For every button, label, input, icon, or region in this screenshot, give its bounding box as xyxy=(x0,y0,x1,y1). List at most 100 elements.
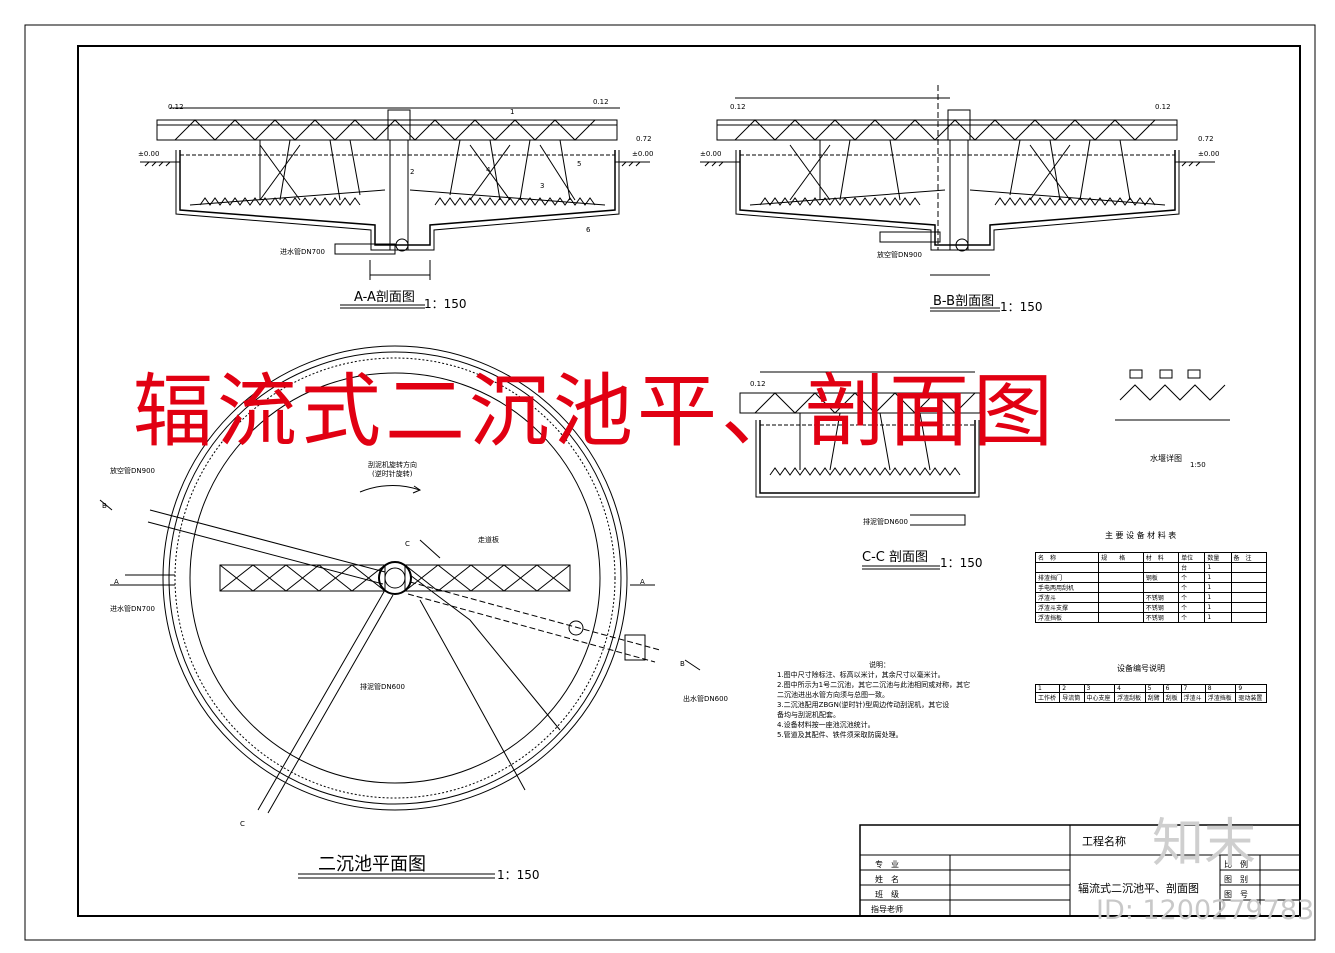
table-cell xyxy=(1098,582,1144,593)
drawing-type-label: 图 别 xyxy=(1224,875,1248,884)
section-a-drawing xyxy=(140,107,650,309)
table-header: 材 料 xyxy=(1142,552,1180,563)
callout-6-a: 6 xyxy=(586,226,591,234)
table-cell: 1 xyxy=(1204,562,1232,573)
elev-a-072: 0.72 xyxy=(636,135,652,143)
section-b-title: B-B剖面图 xyxy=(933,294,995,309)
callout-4-a: 4 xyxy=(486,166,491,174)
section-c-drawing xyxy=(739,369,1230,570)
table-cell: 9 xyxy=(1235,684,1267,693)
equipment-legend-table: 1 2 3 4 5 6 7 8 9 工作桥 导流筒 中心支座 浮渣刮板 刮臂 刮… xyxy=(1034,684,1267,703)
table-cell: 排渣挡门 xyxy=(1034,572,1100,583)
table-cell: 8 xyxy=(1204,684,1237,693)
elev-b-left: 0.12 xyxy=(730,103,746,111)
table-cell xyxy=(1098,562,1144,573)
table-cell: 浮渣斗支撑 xyxy=(1034,602,1100,613)
callout-2-a: 2 xyxy=(410,168,415,176)
rotation-label: 刮泥机旋转方向 xyxy=(368,461,417,469)
table-cell: 钢板 xyxy=(1142,572,1180,583)
project-name-label: 工程名称 xyxy=(1082,835,1126,848)
table-cell: 浮渣刮板 xyxy=(1114,692,1146,703)
table-cell: 1 xyxy=(1204,572,1232,583)
walkway-label: 走道板 xyxy=(478,536,499,544)
notes-heading: 说明： xyxy=(869,661,890,669)
table-header: 规 格 xyxy=(1098,552,1144,563)
scale-label: 比 例 xyxy=(1224,860,1248,869)
table-cell: 刮臂 xyxy=(1144,692,1164,703)
table-cell: 浮渣挡板 xyxy=(1034,612,1100,623)
table-row: 台 1 xyxy=(1034,562,1268,573)
table-cell: 3 xyxy=(1083,684,1116,693)
table-header: 备 注 xyxy=(1230,552,1268,563)
elev-a-left: 0.12 xyxy=(168,103,184,111)
title-block-frame xyxy=(859,824,1301,917)
table-cell: 浮渣斗 xyxy=(1034,592,1100,603)
table-row: 名 称 规 格 材 料 单位 数量 备 注 xyxy=(1034,552,1268,563)
table-row: 排渣挡门 钢板 个 1 xyxy=(1034,572,1268,583)
table-cell: 驱动装置 xyxy=(1235,692,1267,703)
table-cell: 个 xyxy=(1178,582,1206,593)
inner-border xyxy=(77,45,1301,917)
elev-b-072: 0.72 xyxy=(1198,135,1214,143)
elev-b-zero-left: ±0.00 xyxy=(700,150,722,158)
table-cell: 个 xyxy=(1178,572,1206,583)
table-cell: 5 xyxy=(1144,684,1164,693)
elev-c-left: 0.12 xyxy=(750,380,766,388)
watermark-logo: 知末 xyxy=(1152,814,1257,874)
table-cell: 1 xyxy=(1204,612,1232,623)
table-row: 浮渣挡板 不锈钢 个 1 xyxy=(1034,612,1268,623)
table-cell: 1 xyxy=(1204,592,1232,603)
callout-3-a: 3 xyxy=(540,182,545,190)
table-cell xyxy=(1230,592,1268,603)
note-line: 1.图中尺寸除标注、标高以米计，其余尺寸以毫米计。 xyxy=(777,671,945,679)
section-c-scale: 1：150 xyxy=(940,556,983,570)
drawing-name: 辐流式二沉池平、剖面图 xyxy=(1078,882,1199,895)
drawing-main-title: 辐流式二沉池平、剖面图 xyxy=(133,365,1057,458)
table-cell: 1 xyxy=(1034,684,1061,693)
table-cell xyxy=(1098,572,1144,583)
table-cell: 1 xyxy=(1204,602,1232,613)
table-cell: 4 xyxy=(1114,684,1146,693)
table-header: 名 称 xyxy=(1034,552,1100,563)
table-cell: 浮渣挡板 xyxy=(1204,692,1237,703)
table-header: 数量 xyxy=(1204,552,1232,563)
section-mark-c-bottom: C xyxy=(240,820,245,828)
table-cell xyxy=(1098,602,1144,613)
elev-b-zero-right: ±0.00 xyxy=(1198,150,1220,158)
advisor-label: 指导老师 xyxy=(871,905,903,914)
design-notes: 说明： 1.图中尺寸除标注、标高以米计，其余尺寸以毫米计。 2.图中所示为1号二… xyxy=(777,660,970,740)
section-mark-a-right: A xyxy=(640,578,645,586)
table-cell xyxy=(1230,572,1268,583)
table-row: 工作桥 导流筒 中心支座 浮渣刮板 刮臂 刮板 浮渣斗 浮渣挡板 驱动装置 xyxy=(1034,692,1267,703)
materials-table: 名 称 规 格 材 料 单位 数量 备 注 台 1 排渣挡门 钢板 个 1 手电… xyxy=(1034,552,1268,623)
note-line: 备均与刮泥机配套。 xyxy=(777,711,840,719)
section-c-title: C-C 剖面图 xyxy=(862,550,928,565)
table-cell: 手电两用刮机 xyxy=(1034,582,1100,593)
materials-table-title: 主 要 设 备 材 料 表 xyxy=(1105,531,1177,540)
elev-a-zero-left: ±0.00 xyxy=(138,150,160,158)
section-a-scale: 1：150 xyxy=(424,297,467,311)
callout-5-a: 5 xyxy=(577,160,582,168)
table-row: 浮渣斗 不锈钢 个 1 xyxy=(1034,592,1268,603)
table-cell: 1 xyxy=(1204,582,1232,593)
table-cell xyxy=(1230,562,1268,573)
outer-border xyxy=(24,24,1316,941)
section-a-title: A-A剖面图 xyxy=(354,290,415,305)
note-line: 3.二沉池配用ZBGN(逆时针)型周边传动刮泥机，其它设 xyxy=(777,701,950,709)
table-row: 浮渣斗支撑 不锈钢 个 1 xyxy=(1034,602,1268,613)
table-cell xyxy=(1142,582,1180,593)
watermark-id: ID: 1200279783 xyxy=(1096,895,1315,926)
section-mark-a-left: A xyxy=(114,578,119,586)
table-cell: 不锈钢 xyxy=(1142,592,1180,603)
note-line: 5.管道及其配件、铁件须采取防腐处理。 xyxy=(777,731,903,739)
inlet-pipe-plan: 进水管DN700 xyxy=(110,605,155,613)
table-cell: 7 xyxy=(1180,684,1206,693)
section-mark-b: B xyxy=(102,502,107,510)
table-cell: 不锈钢 xyxy=(1142,602,1180,613)
table-cell xyxy=(1230,602,1268,613)
table-cell: 6 xyxy=(1162,684,1182,693)
table-cell: 不锈钢 xyxy=(1142,612,1180,623)
weir-detail-title: 水堰详图 xyxy=(1150,454,1182,463)
drawing-number-label: 图 号 xyxy=(1224,890,1248,899)
